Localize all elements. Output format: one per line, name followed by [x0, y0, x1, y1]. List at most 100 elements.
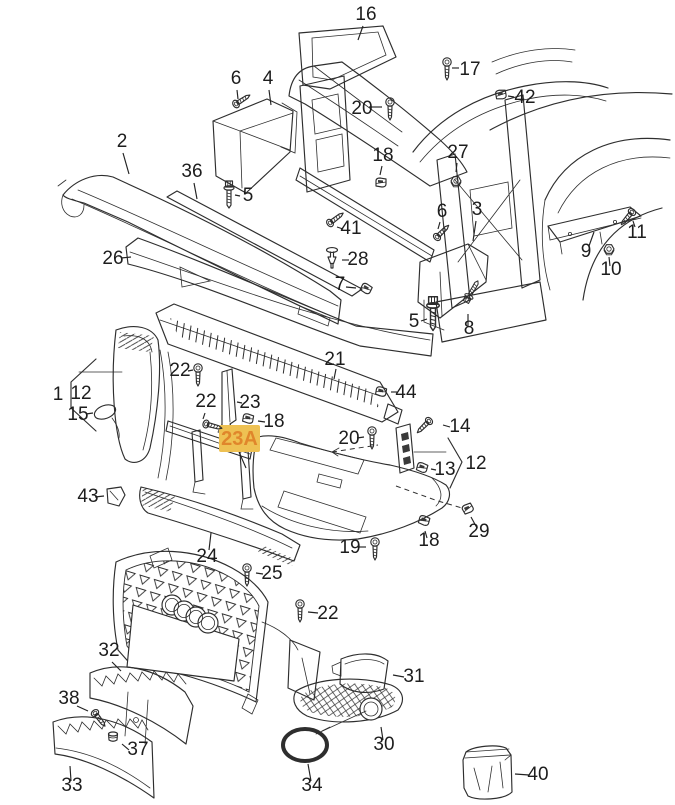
leader-line [472, 220, 477, 242]
nut-icon [603, 244, 615, 256]
part-number-label: 41 [340, 218, 361, 239]
leader-line [470, 516, 478, 529]
leader-line [187, 369, 194, 372]
part-number-label: 2 [117, 131, 128, 152]
part-number-label: 4 [263, 68, 274, 89]
clip-icon [460, 501, 475, 516]
leader-line [120, 256, 132, 259]
highlighted-part-label: 23A [221, 428, 258, 450]
part-number-label: 15 [67, 404, 88, 425]
part-callout-1: 1 [53, 384, 64, 405]
part-callout-19: 19 [339, 537, 380, 561]
part-callout-18-mid: 18 [241, 411, 285, 432]
part-number-label: 20 [338, 428, 359, 449]
leader-line [94, 495, 105, 498]
screw-b-icon [193, 363, 203, 387]
leader-line [121, 743, 130, 751]
part-number-label: 14 [449, 416, 471, 437]
part-callout-34: 34 [301, 763, 323, 796]
clip-icon [241, 412, 255, 425]
leader-line [430, 468, 437, 471]
part-number-label: 23 [239, 392, 260, 413]
leader-line [202, 412, 206, 420]
leader-line [380, 726, 384, 741]
grille-insert-21 [155, 303, 403, 425]
part-number-label: 29 [468, 521, 489, 542]
lock-carrier-bracket [417, 243, 489, 331]
leader-line [307, 763, 312, 782]
leader-line [111, 661, 122, 672]
plate-holder-32 [89, 666, 194, 745]
part-number-label: 11 [627, 222, 647, 243]
part-number-label: 27 [447, 142, 468, 163]
leader-line [255, 572, 264, 575]
part-number-label: 6 [437, 201, 448, 222]
fitting-bag-40 [462, 745, 513, 800]
part-callout-38: 38 [58, 688, 109, 730]
part-number-label: 13 [434, 459, 455, 480]
part-number-label: 21 [324, 349, 345, 370]
part-callout-27: 27 [447, 142, 469, 188]
part-callout-9: 9 [581, 231, 595, 262]
highlighted-part-badge[interactable]: 23A [219, 425, 260, 469]
leader-line [69, 765, 72, 782]
part-number-label: 10 [600, 259, 621, 280]
part-callout-20-mid: 20 [338, 426, 377, 450]
clip-icon [494, 88, 508, 101]
part-callout-22-plate: 22 [195, 391, 224, 433]
part-callout-43: 43 [77, 486, 105, 507]
part-number-label: 18 [418, 530, 439, 551]
leader-line [514, 773, 530, 776]
leader-line [336, 226, 344, 230]
part-number-label: 17 [459, 59, 480, 80]
leader-line [424, 530, 428, 539]
cap-43 [106, 486, 126, 507]
part-callout-5-lower: 5 [409, 296, 440, 332]
part-callout-31: 31 [392, 666, 425, 687]
part-callout-37: 37 [107, 731, 149, 760]
part-number-label: 18 [263, 411, 284, 432]
air-guide-panel [295, 75, 435, 263]
part-number-label: 36 [181, 161, 202, 182]
part-number-label: 37 [127, 739, 148, 760]
bracket-4 [212, 98, 298, 194]
part-callout-16: 16 [355, 4, 377, 41]
part-number-label: 31 [403, 666, 424, 687]
part-callout-29: 29 [460, 501, 490, 542]
part-number-label: 12 [70, 383, 91, 404]
part-number-label: 26 [102, 248, 123, 269]
part-callout-13: 13 [415, 459, 456, 480]
part-callout-7: 7 [335, 274, 374, 296]
fender [489, 48, 673, 301]
part-callout-8: 8 [461, 278, 483, 339]
cover-cap-15 [93, 404, 120, 439]
bumper-cover [252, 435, 451, 541]
part-callout-20-top: 20 [351, 97, 395, 121]
leader-line [392, 674, 405, 678]
part-number-label: 5 [243, 185, 254, 206]
part-callout-3: 3 [472, 199, 482, 242]
part-callout-14: 14 [413, 415, 471, 437]
leader-line [437, 221, 441, 230]
part-callout-21: 21 [324, 349, 346, 380]
rivet-icon [325, 247, 339, 269]
part-number-label: 32 [98, 640, 119, 661]
part-callout-33: 33 [61, 765, 83, 796]
part-callout-6-top: 6 [231, 68, 253, 110]
bracket-group-1 [70, 358, 123, 432]
part-number-label: 22 [317, 603, 338, 624]
part-callout-44: 44 [374, 382, 417, 403]
leader-line [379, 165, 383, 176]
bracket-9 [547, 206, 642, 255]
assembly-dash-line-lower [395, 485, 463, 509]
part-number-label: 25 [261, 563, 282, 584]
part-number-label: 24 [196, 546, 218, 567]
part-callout-15: 15 [67, 404, 94, 425]
part-number-label: 43 [77, 486, 98, 507]
part-callout-12-left: 12 [70, 383, 91, 404]
leader-line [333, 368, 337, 380]
part-number-label: 18 [372, 145, 393, 166]
part-callout-5-top: 5 [223, 180, 254, 209]
leader-line [193, 182, 198, 200]
